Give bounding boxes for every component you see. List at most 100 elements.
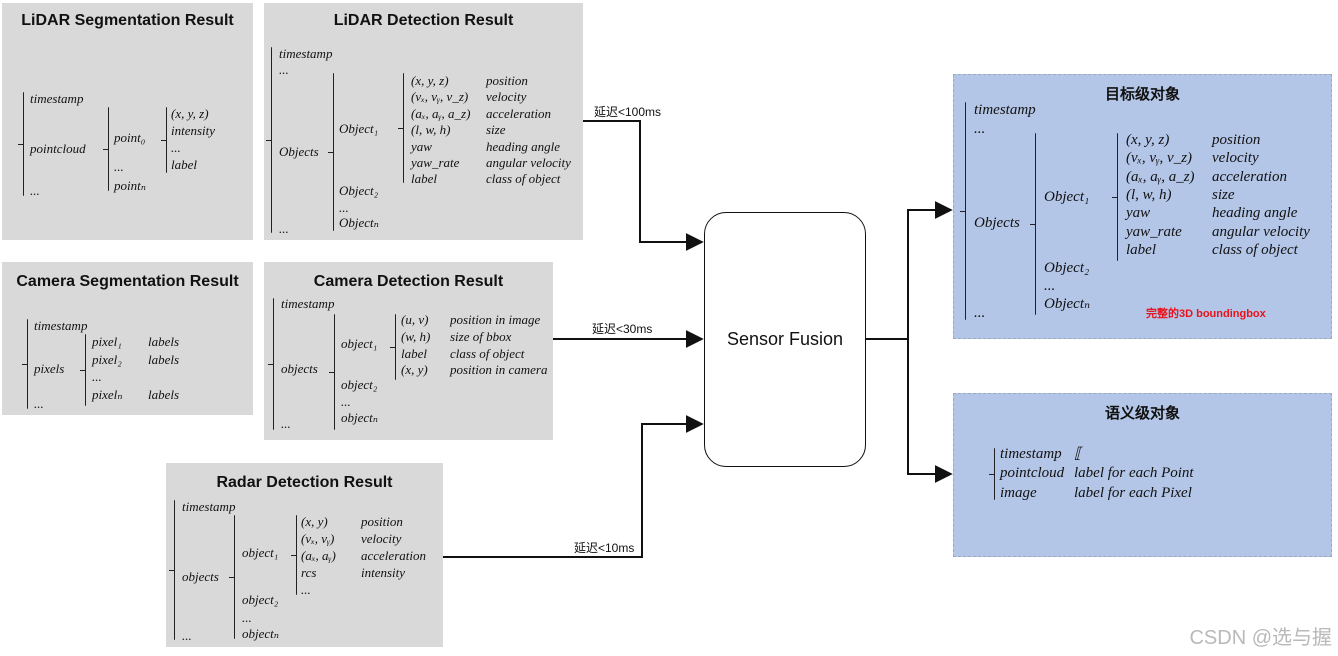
field-pointn: pointₙ	[114, 178, 146, 193]
sensor-fusion-node: Sensor Fusion	[704, 212, 866, 467]
lidar-attr-value: size	[486, 122, 506, 138]
field-ellipsis: ...	[339, 200, 349, 215]
watermark: CSDN @选与握	[1189, 627, 1332, 649]
pixel-row-value: labels	[148, 334, 180, 349]
pixel-row-value: labels	[148, 387, 180, 403]
field-object1: object₁	[341, 336, 378, 351]
target-attr-key: (vₓ, vᵧ, v_z)	[1126, 150, 1193, 167]
radar-attr-value: velocity	[361, 530, 402, 546]
field-objectn: Objectₙ	[1044, 296, 1091, 312]
lidar-attr-key: (vₓ, vᵧ, v_z)	[411, 89, 469, 105]
target-attr-value: size	[1212, 186, 1235, 203]
lidar-to-fusion-arrow	[583, 120, 704, 251]
target-attr-key: yaw	[1126, 205, 1151, 222]
target-attr-value: heading angle	[1212, 205, 1298, 222]
camera-attr-value: position in image	[450, 312, 541, 327]
camera-attr-value: class of object	[450, 345, 525, 361]
brace	[960, 102, 966, 320]
panel-title: 目标级对象	[1104, 86, 1180, 103]
field-ellipsis: ...	[171, 140, 181, 155]
semantic-field-key: image	[1000, 484, 1037, 501]
brace	[161, 107, 167, 173]
latency-camera-label: 延迟<30ms	[592, 322, 653, 336]
brace	[268, 298, 274, 430]
camera-attr-value: position in camera	[450, 362, 548, 378]
camera-attr-key: (u, v)	[401, 312, 429, 327]
field-timestamp: timestamp	[974, 102, 1036, 118]
panel-title: Camera Segmentation Result	[16, 273, 239, 290]
lidar-attr-key: (x, y, z)	[411, 73, 449, 88]
field-xyz: (x, y, z)	[171, 106, 209, 121]
field-intensity: intensity	[171, 123, 216, 138]
semantic-field-value: label for each Pixel	[1074, 484, 1192, 501]
field-ellipsis: ...	[279, 221, 289, 236]
lidar-attr-key: (l, w, h)	[411, 122, 451, 138]
camera-detection-panel: Camera Detection Result timestamp object…	[264, 262, 553, 440]
brace	[18, 92, 24, 196]
brace	[1030, 133, 1036, 315]
lidar-attr-value: acceleration	[486, 105, 551, 121]
field-ellipsis: ...	[974, 305, 986, 321]
panel-title: Radar Detection Result	[216, 474, 393, 491]
field-ellipsis: ...	[1044, 278, 1056, 294]
lidar-attr-key: label	[411, 171, 437, 187]
brace	[329, 314, 335, 430]
latency-radar-label: 延迟<10ms	[574, 541, 635, 555]
field-object2: object₂	[341, 377, 378, 392]
latency-lidar-label: 延迟<100ms	[594, 105, 662, 119]
field-timestamp: timestamp	[281, 296, 335, 311]
target-attr-value: position	[1212, 132, 1261, 148]
radar-attr-key: (aₓ, aᵧ)	[301, 547, 336, 563]
lidar-attr-value: heading angle	[486, 138, 561, 154]
field-label: label	[171, 157, 197, 172]
pixel-row-value: labels	[148, 351, 180, 367]
field-timestamp: timestamp	[34, 318, 88, 333]
radar-attr-key: rcs	[301, 564, 317, 580]
pixel-row-key: pixel₂	[92, 351, 122, 367]
field-ellipsis: ...	[182, 628, 192, 643]
field-objects: Objects	[279, 144, 319, 159]
field-object2: Object₂	[1044, 260, 1090, 276]
lidar-attr-key: (aₓ, aᵧ, a_z)	[411, 105, 471, 121]
field-object2: Object₂	[339, 183, 379, 198]
field-objectn: Objectₙ	[339, 215, 379, 230]
brace	[22, 319, 28, 409]
radar-attr-value: intensity	[361, 564, 406, 580]
semantic-field-value: ⟦	[1074, 446, 1082, 462]
field-object2: object₂	[242, 592, 279, 607]
target-attr-value: class of object	[1212, 241, 1298, 258]
radar-to-fusion-arrow	[443, 415, 704, 558]
brace	[80, 334, 86, 406]
brace	[169, 500, 175, 640]
brace	[103, 107, 109, 191]
field-objectn: objectₙ	[341, 410, 379, 425]
field-ellipsis: ...	[30, 183, 40, 198]
target-attr-value: velocity	[1212, 150, 1259, 167]
radar-attr-key: (x, y)	[301, 514, 328, 529]
field-object1: Object₁	[339, 121, 379, 136]
target-attr-key: yaw_rate	[1126, 223, 1182, 240]
radar-attr-value: acceleration	[361, 547, 426, 563]
panel-title: Camera Detection Result	[313, 273, 504, 290]
lidar-attr-value: angular velocity	[486, 155, 571, 170]
semantic-field-value: label for each Point	[1074, 465, 1194, 482]
radar-attr-value: position	[361, 514, 403, 529]
semantic-field-key: timestamp	[1000, 446, 1062, 462]
field-ellipsis: ...	[242, 610, 252, 625]
panel-title: LiDAR Detection Result	[333, 12, 514, 29]
brace	[266, 47, 272, 233]
field-objects: objects	[182, 569, 219, 584]
field-ellipsis: ...	[974, 121, 986, 137]
field-object1: object₁	[242, 545, 279, 560]
lidar-attr-value: class of object	[486, 171, 561, 187]
target-attr-key: (aₓ, aᵧ, a_z)	[1126, 168, 1195, 185]
camera-attr-key: (w, h)	[401, 328, 431, 344]
target-object-panel: 目标级对象 timestamp ... Objects ... Object₁ …	[953, 74, 1332, 339]
pixel-row-key: pixel₁	[92, 334, 122, 349]
field-object1: Object₁	[1044, 189, 1090, 205]
lidar-segmentation-panel: LiDAR Segmentation Result timestamp poin…	[2, 3, 253, 240]
brace	[398, 73, 404, 183]
brace	[291, 515, 297, 595]
pixel-row-key: pixelₙ	[92, 387, 123, 403]
